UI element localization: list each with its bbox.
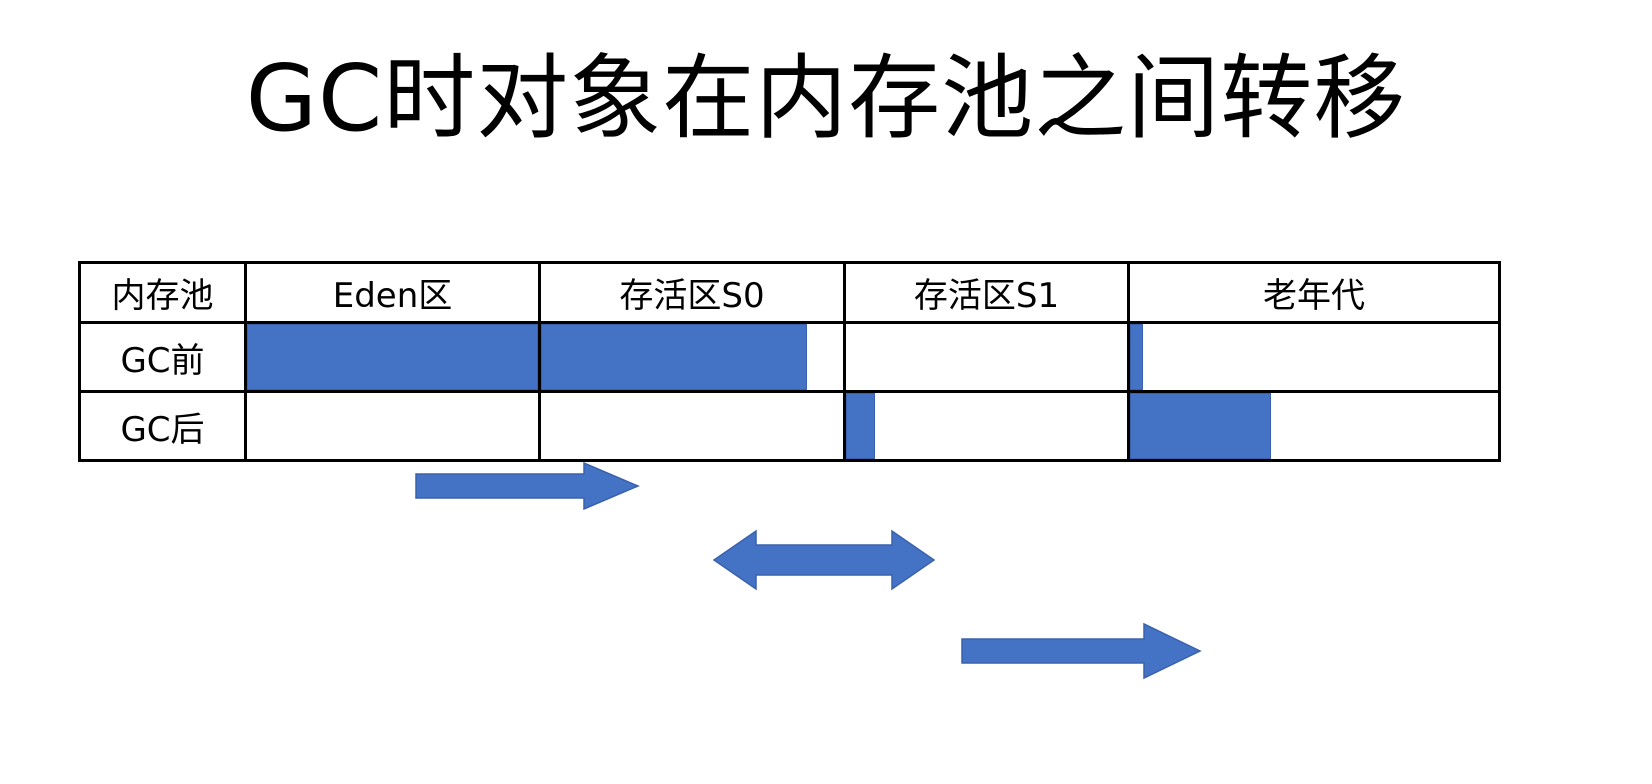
page-title: GC时对象在内存池之间转移 [245,45,1407,152]
usage-cell-after-s0 [538,390,846,462]
usage-bar-before-old [1130,324,1143,390]
table-row-before-gc: GC前 [78,321,1501,393]
arrow-s1-to-old-gen-icon [961,622,1202,680]
usage-cell-after-eden [244,390,541,462]
table-row-after-gc: GC后 [78,390,1501,462]
usage-bar-after-old [1130,393,1271,459]
usage-cell-before-eden [244,321,541,393]
usage-cell-after-old [1127,390,1501,462]
usage-cell-before-s0 [538,321,846,393]
table-header-row: 内存池 Eden区 存活区S0 存活区S1 老年代 [78,261,1501,324]
usage-cell-before-old [1127,321,1501,393]
usage-bar-after-s1 [846,393,875,459]
usage-bar-before-eden [247,324,538,390]
header-label-old: 老年代 [1263,276,1365,316]
header-label-eden: Eden区 [332,276,453,316]
header-label-s0: 存活区S0 [619,276,765,316]
usage-bar-before-s0 [541,324,807,390]
arrow-eden-to-s0-icon [415,461,640,511]
row-label-after-gc: GC后 [78,390,247,462]
usage-cell-after-s1 [843,390,1130,462]
memory-pool-table: 内存池 Eden区 存活区S0 存活区S1 老年代 GC前 [78,261,1501,462]
header-cell-eden: Eden区 [244,261,541,324]
header-label-pool: 内存池 [111,276,214,316]
usage-cell-before-s1 [843,321,1130,393]
header-cell-old: 老年代 [1127,261,1501,324]
row-label-text-before-gc: GC前 [120,340,205,381]
row-label-before-gc: GC前 [78,321,247,393]
header-label-s1: 存活区S1 [913,276,1060,316]
header-cell-s0: 存活区S0 [538,261,846,324]
header-cell-s1: 存活区S1 [843,261,1130,324]
header-cell-pool: 内存池 [78,261,247,324]
row-label-text-after-gc: GC后 [120,409,205,450]
arrow-s0-to-s1-icon [712,529,936,591]
